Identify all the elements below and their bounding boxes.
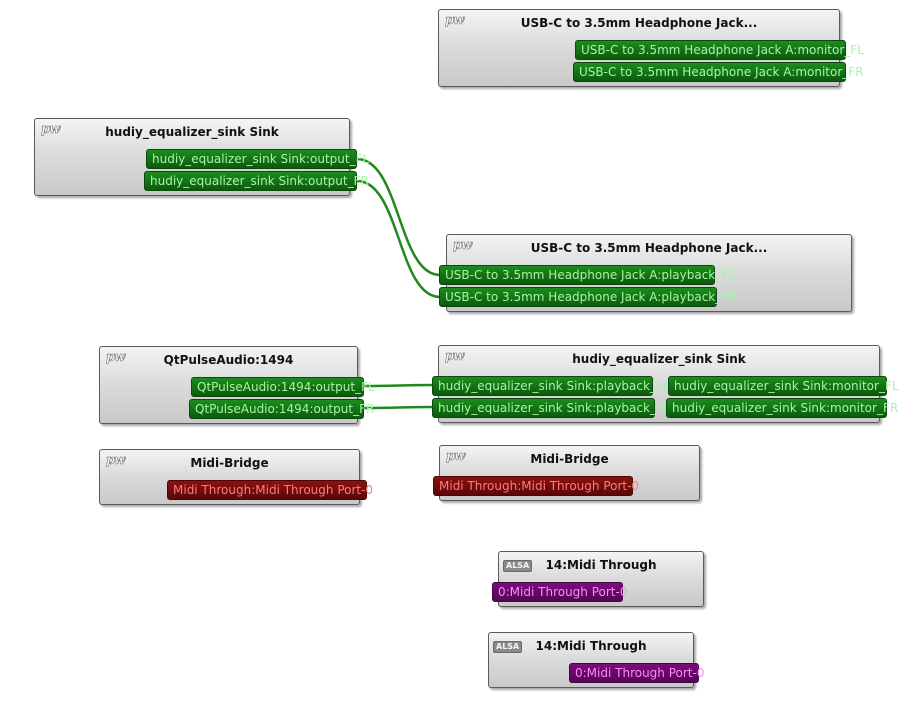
pipewire-logo-icon: pw [453, 238, 473, 254]
port-midi-bridge-input[interactable]: Midi Through:Midi Through Port-0 [433, 476, 639, 496]
node-title: USB-C to 3.5mm Headphone Jack... [520, 16, 758, 30]
port-usbc-monitor-fl[interactable]: USB-C to 3.5mm Headphone Jack A:monitor_… [575, 40, 864, 60]
port-usbc-playback-fl[interactable]: USB-C to 3.5mm Headphone Jack A:playback… [439, 265, 735, 285]
pipewire-logo-icon: pw [446, 449, 466, 465]
node-title: QtPulseAudio:1494 [163, 353, 294, 367]
port-eq-monitor-fl[interactable]: hudiy_equalizer_sink Sink:monitor_FL [668, 376, 899, 396]
port-eq-playback-fl[interactable]: hudiy_equalizer_sink Sink:playback_FL [432, 376, 670, 396]
port-eq-output-fr[interactable]: hudiy_equalizer_sink Sink:output_FR [144, 171, 369, 191]
connection-wire-qtpulse-fr-to-eq-playback-fr[interactable] [363, 405, 435, 410]
port-alsa-midi-output[interactable]: 0:Midi Through Port-0 [569, 663, 704, 683]
port-eq-output-fl[interactable]: hudiy_equalizer_sink Sink:output_FL [146, 149, 369, 169]
port-qtpulse-output-fl[interactable]: QtPulseAudio:1494:output_FL [191, 377, 375, 397]
port-eq-playback-fr[interactable]: hudiy_equalizer_sink Sink:playback_FR [432, 398, 671, 418]
node-title: Midi-Bridge [530, 452, 609, 466]
port-usbc-monitor-fr[interactable]: USB-C to 3.5mm Headphone Jack A:monitor_… [573, 62, 864, 82]
port-alsa-midi-input[interactable]: 0:Midi Through Port-0 [492, 582, 627, 602]
port-qtpulse-output-fr[interactable]: QtPulseAudio:1494:output_FR [189, 399, 374, 419]
pipewire-logo-icon: pw [41, 122, 61, 138]
port-eq-monitor-fr[interactable]: hudiy_equalizer_sink Sink:monitor_FR [666, 398, 898, 418]
connection-wire-eq-output-fr-to-usbc-playback-fr[interactable] [356, 179, 441, 299]
node-title: hudiy_equalizer_sink Sink [572, 352, 746, 366]
pipewire-logo-icon: pw [106, 350, 126, 366]
node-title: USB-C to 3.5mm Headphone Jack... [530, 241, 768, 255]
alsa-logo-icon: ALSA [503, 560, 533, 572]
pipewire-logo-icon: pw [445, 13, 465, 29]
node-title: Midi-Bridge [190, 456, 269, 470]
connection-wire-eq-output-fl-to-usbc-playback-fl[interactable] [356, 157, 441, 277]
node-title: hudiy_equalizer_sink Sink [105, 125, 279, 139]
pipewire-logo-icon: pw [106, 453, 126, 469]
port-midi-bridge-output[interactable]: Midi Through:Midi Through Port-0 [167, 480, 373, 500]
node-title: 14:Midi Through [545, 558, 657, 572]
node-title: 14:Midi Through [535, 639, 647, 653]
port-usbc-playback-fr[interactable]: USB-C to 3.5mm Headphone Jack A:playback… [439, 287, 737, 307]
alsa-logo-icon: ALSA [493, 641, 523, 653]
pipewire-logo-icon: pw [445, 349, 465, 365]
